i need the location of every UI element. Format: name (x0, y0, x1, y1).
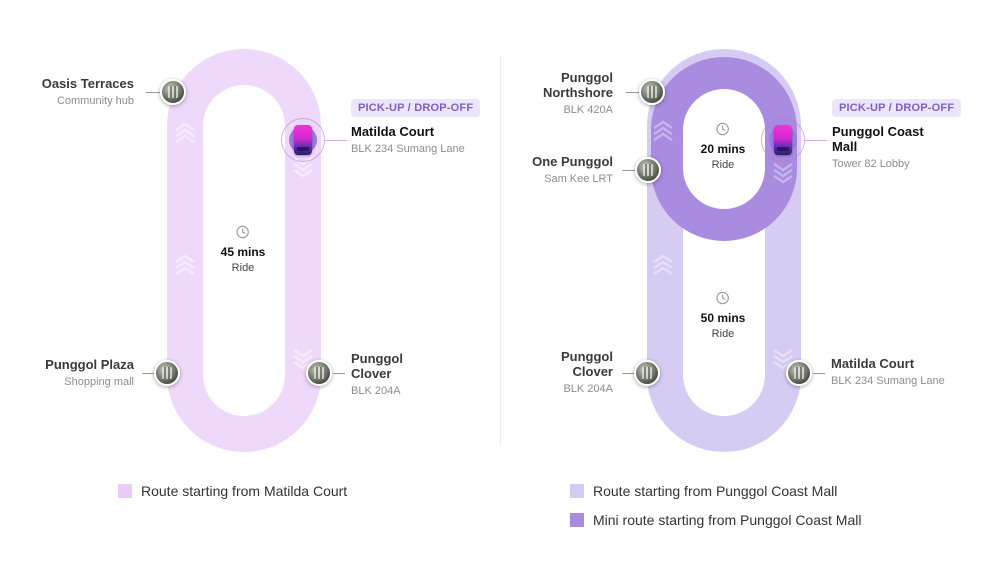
stop-label-matilda-court-right: Matilda Court BLK 234 Sumang Lane (831, 356, 945, 388)
vehicle-connector (325, 140, 347, 141)
stop-label-punggol-northshore: Punggol Northshore BLK 420A (542, 70, 613, 117)
vehicle-connector (805, 140, 827, 141)
stop-photo-icon[interactable] (634, 360, 660, 386)
stop-subtitle: Community hub (56, 94, 134, 107)
ride-label: Ride (231, 262, 255, 274)
stop-label-punggol-clover-right: Punggol Clover BLK 204A (561, 349, 613, 396)
ride-duration-left: 45 mins Ride (220, 225, 266, 274)
stop-subtitle: Tower 82 Lobby (832, 157, 910, 170)
ride-minutes: 50 mins (700, 311, 746, 325)
clock-icon (236, 225, 250, 239)
pickup-dropoff-badge: PICK-UP / DROP-OFF (351, 99, 481, 117)
shuttle-vehicle-icon[interactable] (294, 125, 312, 155)
stop-connector (622, 170, 636, 171)
legend-swatch (570, 513, 584, 527)
stop-name: Matilda Court (831, 356, 915, 371)
stop-subtitle: BLK 204A (351, 384, 401, 397)
stop-label-punggol-plaza: Punggol Plaza Shopping mall (45, 357, 134, 389)
clock-icon (716, 291, 730, 305)
legend-item-mini-route-coast-mall: Mini route starting from Punggol Coast M… (570, 512, 861, 528)
stop-label-oasis-terraces: Oasis Terraces Community hub (41, 76, 134, 108)
ride-duration-right: 50 mins Ride (700, 291, 746, 340)
stop-subtitle: Sam Kee LRT (544, 172, 613, 185)
stop-name: Matilda Court (351, 124, 435, 139)
shuttle-vehicle-icon[interactable] (774, 125, 792, 155)
stop-connector (333, 373, 345, 374)
pickup-dropoff-badge: PICK-UP / DROP-OFF (832, 99, 962, 117)
stop-name: Punggol Coast (832, 124, 924, 139)
stop-subtitle: Shopping mall (64, 375, 134, 388)
legend-label: Route starting from Punggol Coast Mall (593, 483, 838, 499)
stop-connector (142, 373, 156, 374)
legend-label: Route starting from Matilda Court (141, 483, 348, 499)
stop-photo-icon[interactable] (160, 79, 186, 105)
stop-connector (626, 92, 640, 93)
stop-label-punggol-coast-mall: Punggol Coast Mall Tower 82 Lobby (832, 124, 924, 171)
ride-duration-mini: 20 mins Ride (700, 122, 746, 171)
legend-item-route-coast-mall: Route starting from Punggol Coast Mall (570, 483, 837, 499)
stop-name: Punggol (561, 349, 613, 364)
ride-minutes: 20 mins (700, 142, 746, 156)
left-route-track (167, 49, 321, 452)
stop-name-line2: Mall (832, 138, 858, 154)
stop-photo-icon[interactable] (786, 360, 812, 386)
stop-subtitle: BLK 420A (563, 103, 613, 116)
stop-name-line2: Clover (572, 363, 613, 379)
stop-photo-icon[interactable] (635, 157, 661, 183)
stop-subtitle: BLK 234 Sumang Lane (351, 142, 465, 155)
stop-name: One Punggol (532, 154, 613, 169)
stop-label-one-punggol: One Punggol Sam Kee LRT (532, 154, 613, 186)
stop-photo-icon[interactable] (639, 79, 665, 105)
stop-connector (622, 373, 636, 374)
panel-divider (500, 55, 501, 445)
legend-label: Mini route starting from Punggol Coast M… (593, 512, 862, 528)
legend-swatch (118, 484, 132, 498)
stop-label-matilda-court: Matilda Court BLK 234 Sumang Lane (351, 124, 465, 156)
ride-label: Ride (711, 328, 735, 340)
stop-label-punggol-clover: Punggol Clover BLK 204A (351, 351, 403, 398)
stop-subtitle: BLK 204A (563, 382, 613, 395)
clock-icon (716, 122, 730, 136)
stop-photo-icon[interactable] (154, 360, 180, 386)
stop-name: Punggol Plaza (45, 357, 134, 372)
stop-name: Punggol (561, 70, 613, 85)
stop-name: Oasis Terraces (41, 76, 134, 91)
stop-connector (146, 92, 160, 93)
ride-label: Ride (711, 159, 735, 171)
legend-item-route-matilda: Route starting from Matilda Court (118, 483, 347, 499)
ride-minutes: 45 mins (220, 245, 266, 259)
legend-swatch (570, 484, 584, 498)
stop-name: Punggol (351, 351, 403, 366)
stop-subtitle: BLK 234 Sumang Lane (831, 374, 945, 387)
stop-photo-icon[interactable] (306, 360, 332, 386)
stop-connector (813, 373, 825, 374)
stop-name-line2: Northshore (542, 84, 613, 100)
stop-name-line2: Clover (351, 365, 392, 381)
